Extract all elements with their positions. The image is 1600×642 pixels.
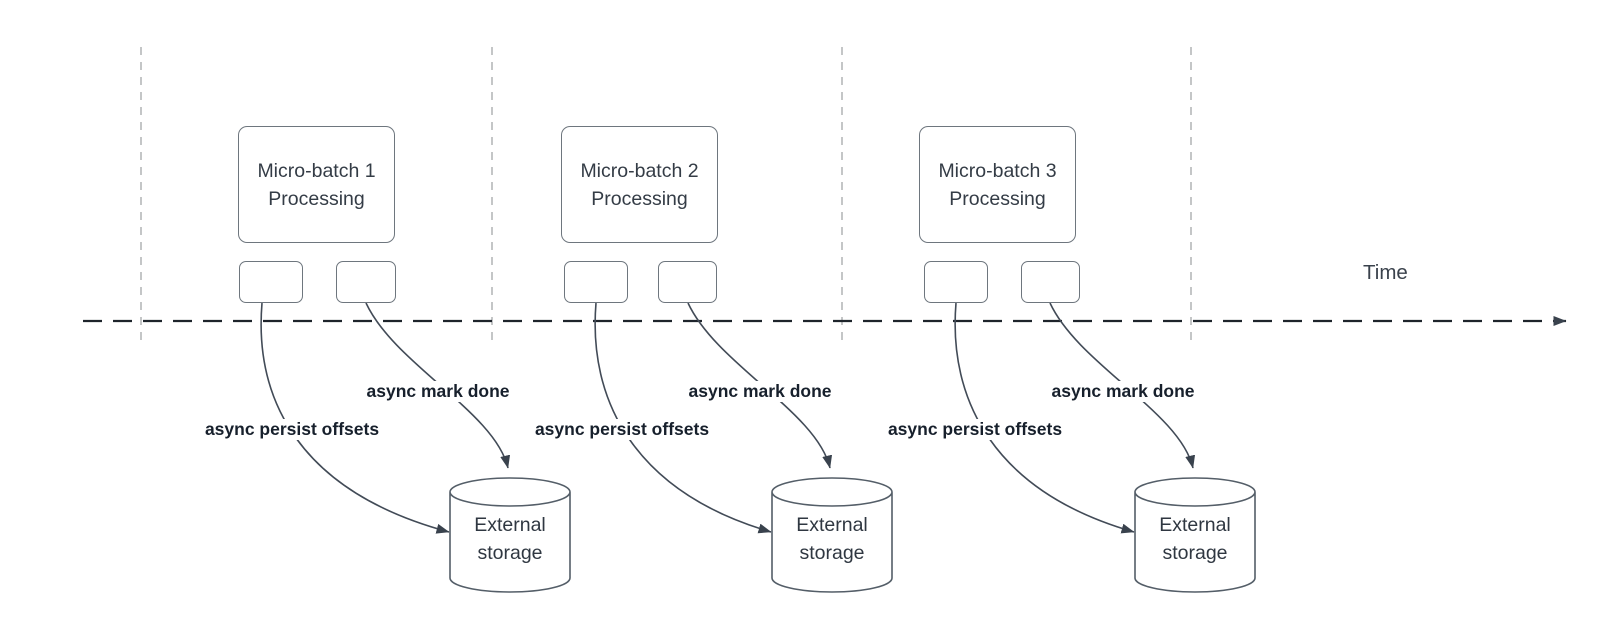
micro-batch-1-offset-task-box xyxy=(239,261,303,303)
external-storage-label-2: External storage xyxy=(772,511,892,567)
micro-batch-2-offset-task-box xyxy=(564,261,628,303)
micro-batch-2-title-line2: Processing xyxy=(591,187,688,210)
database-cylinder-icon-3 xyxy=(1134,477,1256,593)
external-storage-2-line2: storage xyxy=(799,542,865,564)
persist-offsets-arrow-3 xyxy=(954,302,1135,534)
time-axis-label: Time xyxy=(1363,261,1408,284)
external-storage-3-line2: storage xyxy=(1162,542,1228,564)
persist-offsets-arrow-1 xyxy=(260,302,450,534)
external-storage-1-line2: storage xyxy=(477,542,543,564)
persist-offsets-label-3: async persist offsets xyxy=(884,419,1066,440)
persist-offsets-arrow-2 xyxy=(594,302,772,534)
database-cylinder-icon-2 xyxy=(771,477,893,593)
external-storage-label-1: External storage xyxy=(450,511,570,567)
mark-done-label-1: async mark done xyxy=(363,381,513,402)
micro-batch-3-title-line1: Micro-batch 3 xyxy=(938,159,1057,182)
external-storage-1-line1: External xyxy=(474,514,546,536)
database-cylinder-icon-1 xyxy=(449,477,571,593)
mark-done-label-3: async mark done xyxy=(1048,381,1198,402)
micro-batch-3-done-task-box xyxy=(1021,261,1080,303)
micro-batch-1-title-line1: Micro-batch 1 xyxy=(257,159,376,182)
micro-batch-1-title-line2: Processing xyxy=(268,187,365,210)
persist-offsets-label-1: async persist offsets xyxy=(201,419,383,440)
external-storage-label-3: External storage xyxy=(1135,511,1255,567)
micro-batch-1-box: Micro-batch 1 Processing xyxy=(238,126,395,243)
external-storage-2-line1: External xyxy=(796,514,868,536)
external-storage-3-line1: External xyxy=(1159,514,1231,536)
mark-done-label-2: async mark done xyxy=(685,381,835,402)
micro-batch-3-offset-task-box xyxy=(924,261,988,303)
micro-batch-2-title-line1: Micro-batch 2 xyxy=(580,159,699,182)
micro-batch-2-box: Micro-batch 2 Processing xyxy=(561,126,718,243)
persist-offsets-label-2: async persist offsets xyxy=(531,419,713,440)
micro-batch-3-box: Micro-batch 3 Processing xyxy=(919,126,1076,243)
micro-batch-3-title-line2: Processing xyxy=(949,187,1046,210)
micro-batch-2-done-task-box xyxy=(658,261,717,303)
micro-batch-1-done-task-box xyxy=(336,261,396,303)
